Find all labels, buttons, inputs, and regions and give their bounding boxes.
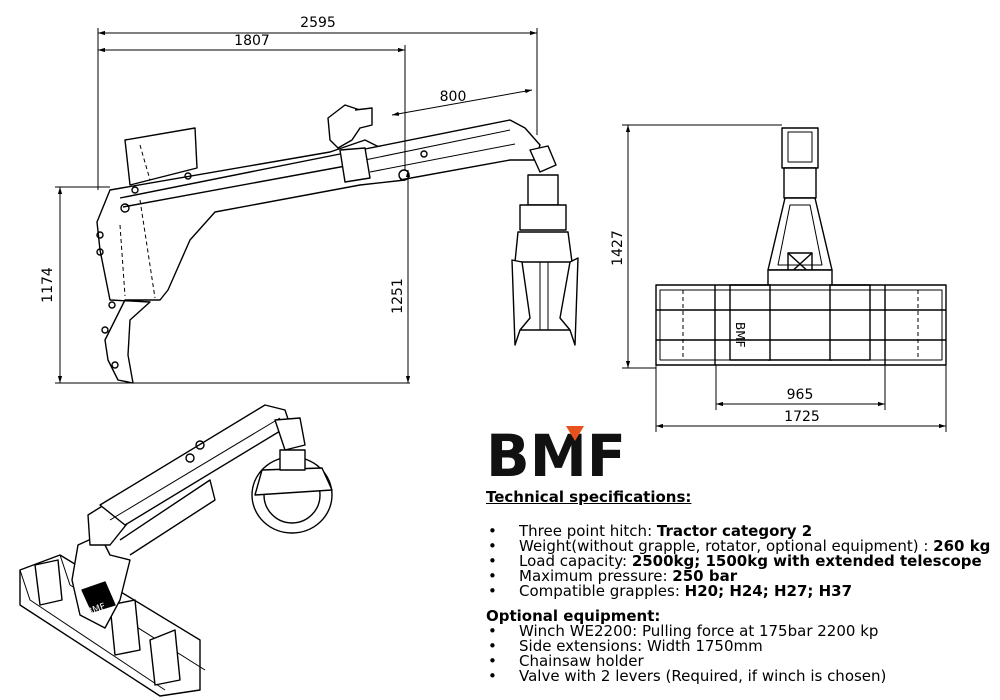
dim-reach-height: 1251 (390, 278, 406, 314)
optional-item: Valve with 2 levers (Required, if winch … (486, 669, 996, 685)
side-view-dimension-labels: 2595 1807 800 1174 1251 (40, 15, 466, 314)
front-view-dimensions (622, 124, 947, 432)
specs-heading: Technical specifications: (486, 488, 692, 506)
optional-heading: Optional equipment: (486, 607, 661, 625)
optional-list: Winch WE2200: Pulling force at 175bar 22… (486, 624, 996, 685)
front-frame-logo: BMF (733, 322, 747, 348)
spec-item: Load capacity: 2500kg; 1500kg with exten… (486, 554, 996, 570)
side-view-drawing (96, 104, 579, 384)
isometric-view-drawing: BMF (19, 404, 333, 697)
specs-list: Three point hitch: Tractor category 2 We… (486, 524, 996, 600)
spec-item: Compatible grapples: H20; H24; H27; H37 (486, 584, 996, 600)
dim-boom-length: 1807 (234, 33, 270, 49)
dim-outer-width: 1725 (784, 409, 820, 425)
specifications-panel: Technical specifications: Three point hi… (486, 488, 996, 685)
dim-frame-height: 1174 (40, 267, 56, 303)
front-view-drawing: BMF (655, 127, 947, 366)
spec-item: Maximum pressure: 250 bar (486, 569, 996, 585)
bmf-logo: BMF (486, 422, 626, 490)
dim-front-height: 1427 (610, 230, 626, 266)
dim-telescope: 800 (440, 89, 467, 105)
dim-overall-length: 2595 (300, 15, 336, 31)
logo-text: BMF (486, 422, 626, 490)
logo-accent-icon (566, 426, 584, 441)
optional-item: Side extensions: Width 1750mm (486, 639, 996, 655)
front-view-dimension-labels: 1427 965 1725 (610, 230, 820, 425)
optional-item: Chainsaw holder (486, 654, 996, 670)
spec-item: Three point hitch: Tractor category 2 (486, 524, 996, 540)
optional-item: Winch WE2200: Pulling force at 175bar 22… (486, 624, 996, 640)
side-view-dimensions (55, 28, 538, 384)
dim-inner-width: 965 (787, 387, 814, 403)
spec-item: Weight(without grapple, rotator, optiona… (486, 539, 996, 555)
